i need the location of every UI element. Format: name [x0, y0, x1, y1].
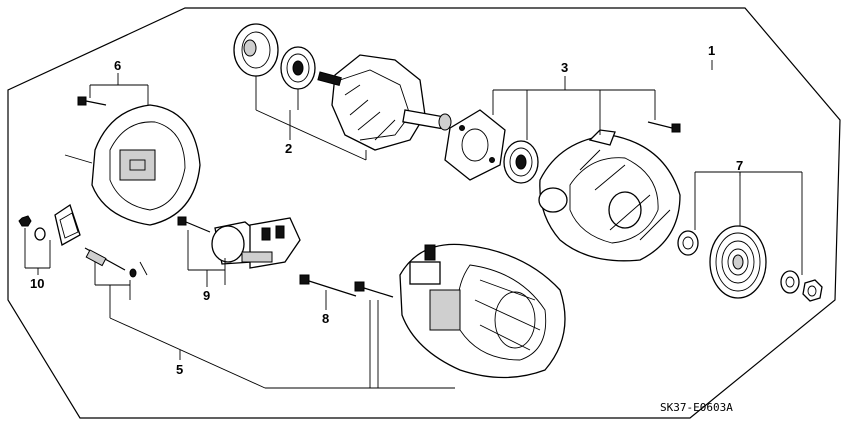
front-housing-part — [538, 129, 681, 262]
callout-1: 1 — [708, 43, 715, 58]
rotor-bearing-part — [280, 46, 316, 90]
bracket-plate-part — [444, 109, 506, 181]
callout-8: 8 — [322, 311, 329, 326]
callout-7: 7 — [736, 158, 743, 173]
pulley-washer-2-part — [780, 270, 800, 294]
pulley-nut-part — [802, 279, 823, 302]
front-bearing-part — [503, 140, 539, 184]
bracket-screw-part — [647, 121, 681, 133]
long-bolt-part — [299, 274, 357, 297]
regulator-screw-part — [177, 216, 211, 233]
rotor-part — [317, 54, 452, 151]
regulator-part — [211, 217, 301, 269]
leader-lines — [24, 60, 803, 389]
callout-10: 10 — [30, 276, 44, 291]
callout-9: 9 — [203, 288, 210, 303]
stator-bolt-part — [354, 281, 394, 298]
pulley-washer-part — [677, 230, 699, 256]
rear-cover-nut-part — [77, 96, 107, 106]
diagram-code: SK37-E0603A — [660, 401, 733, 414]
callout-3: 3 — [561, 60, 568, 75]
diagram-frame — [7, 7, 841, 419]
bearing-cover-part — [233, 23, 279, 77]
callout-6: 6 — [114, 58, 121, 73]
callout-5: 5 — [176, 362, 183, 377]
nut-washer-part — [18, 215, 46, 241]
callout-2: 2 — [285, 141, 292, 156]
through-bolt-part — [84, 247, 148, 278]
rear-cover-part — [64, 104, 201, 226]
stator-housing-part — [399, 243, 566, 379]
brush-plate-part — [54, 203, 81, 246]
pulley-part — [709, 225, 767, 299]
